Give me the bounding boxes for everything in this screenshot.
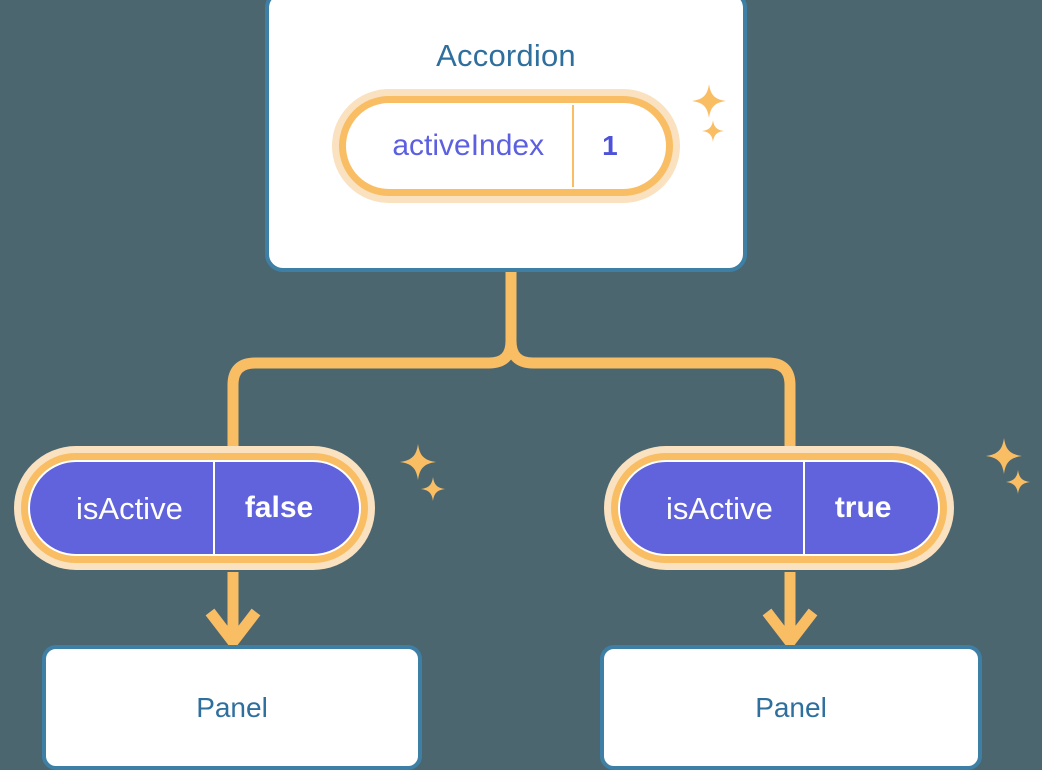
panel-label: Panel: [755, 691, 827, 723]
page-title: Accordion: [436, 38, 576, 73]
sparkle-icon: [421, 477, 445, 501]
component-node-panel-right[interactable]: Panel: [600, 645, 982, 770]
state-key-label: activeIndex: [348, 105, 575, 187]
state-value-label: 1: [602, 130, 618, 161]
pill-ring: isActive false: [21, 453, 369, 563]
sparkle-icon: [1006, 470, 1030, 494]
state-pill-is-active-false[interactable]: isActive false: [14, 446, 376, 570]
pill-glow: isActive true: [604, 446, 954, 570]
arrow-down-icon: [205, 608, 261, 652]
connector-root-to-right: [505, 266, 796, 458]
pill-body: activeIndex 1: [346, 103, 666, 189]
pill-glow: isActive false: [14, 446, 376, 570]
state-value-label: false: [244, 491, 314, 524]
pill-body: isActive false: [28, 460, 362, 556]
connector-root-to-left: [227, 266, 517, 458]
sparkle-icon: [986, 438, 1022, 474]
pill-body: isActive true: [618, 460, 940, 556]
state-key-label: isActive: [620, 462, 805, 554]
pill-ring: isActive true: [611, 453, 947, 563]
state-pill-active-index[interactable]: activeIndex 1: [332, 89, 680, 203]
panel-label: Panel: [196, 691, 268, 723]
state-value-label: true: [834, 491, 892, 524]
component-node-panel-left[interactable]: Panel: [42, 645, 422, 770]
sparkle-icon: [400, 444, 436, 480]
state-key-label: isActive: [30, 462, 215, 554]
state-pill-is-active-true[interactable]: isActive true: [604, 446, 954, 570]
component-node-accordion[interactable]: Accordion activeIndex 1: [265, 0, 747, 272]
arrow-down-icon: [762, 608, 818, 652]
pill-ring: activeIndex 1: [339, 96, 673, 196]
pill-glow: activeIndex 1: [332, 89, 680, 203]
